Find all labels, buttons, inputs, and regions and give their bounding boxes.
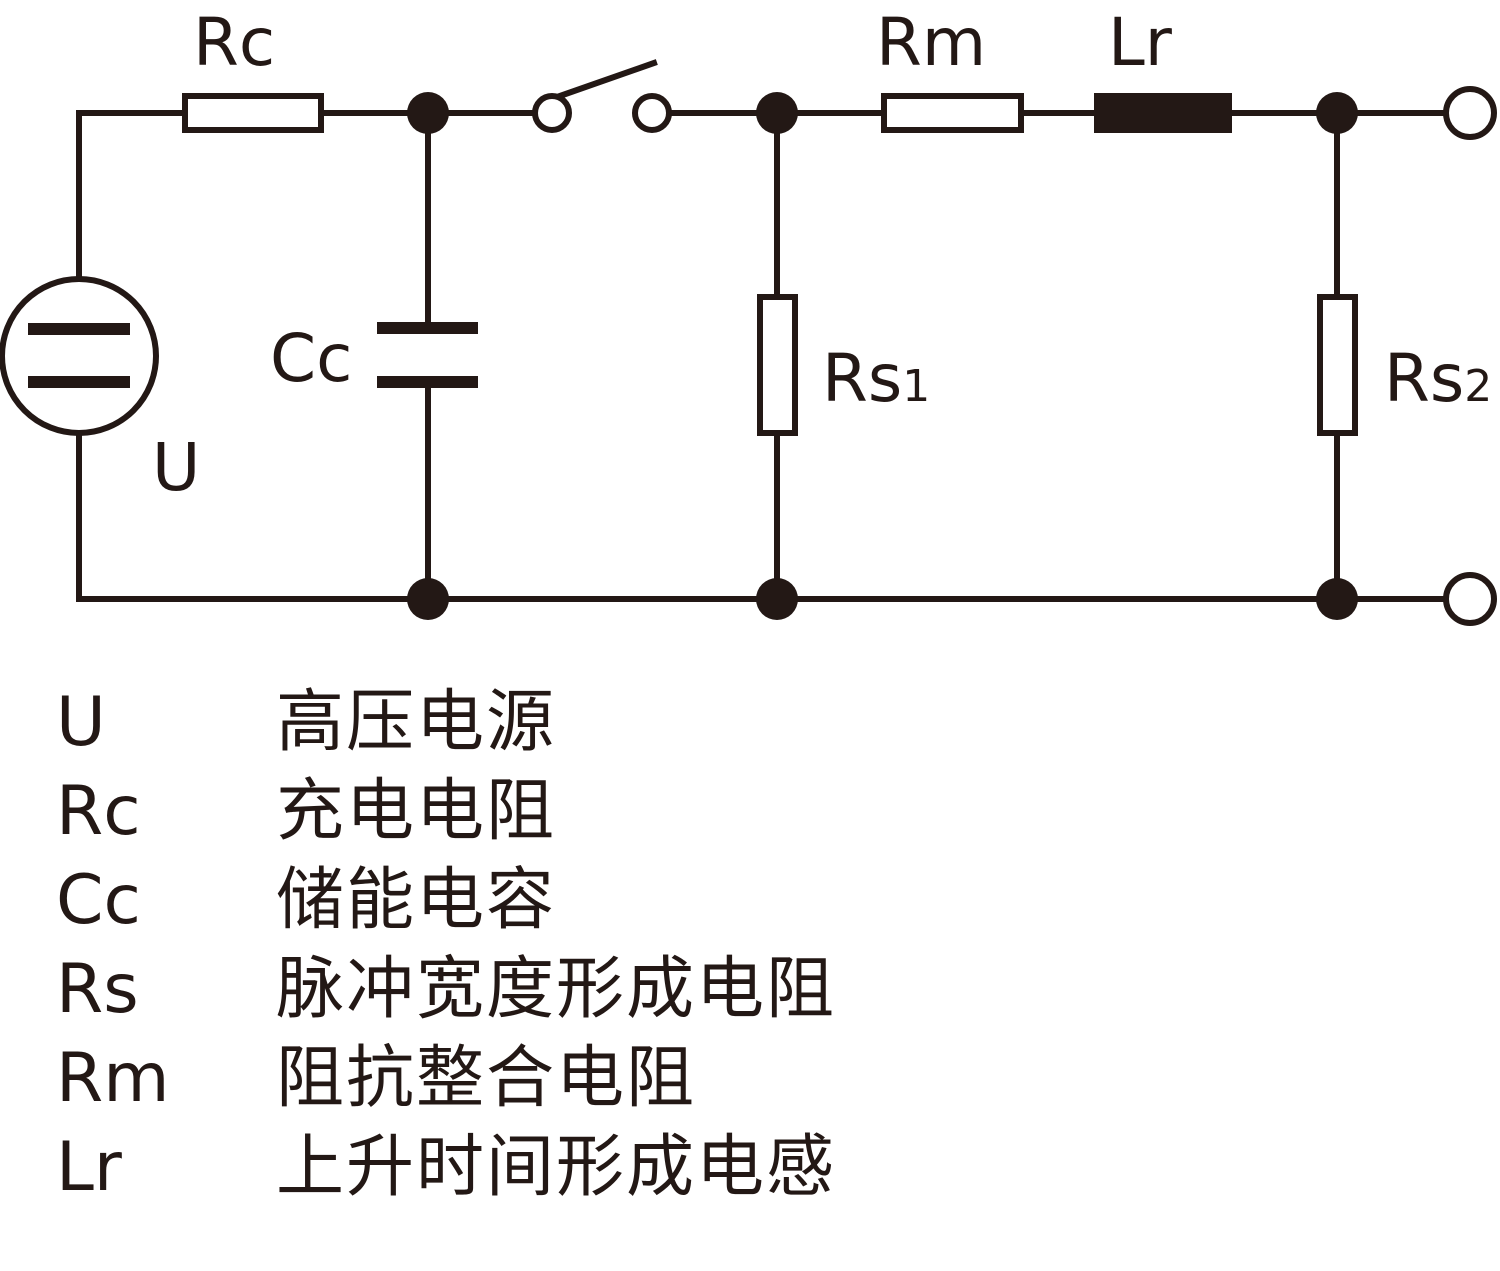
inductor-lr [1094, 93, 1232, 133]
legend-description: 阻抗整合电阻 [276, 1039, 697, 1118]
label-u: U [152, 429, 200, 506]
resistor-rm [881, 93, 1024, 133]
label-rs1-subscript: 1 [902, 361, 930, 412]
label-rc: Rc [193, 4, 275, 81]
circuit-diagram: Rc Rm Lr Cc U Rs1 Rs2 [0, 4, 1497, 626]
junction-dot [756, 578, 798, 620]
output-terminal-bottom [1443, 572, 1497, 626]
legend-row: U 高压电源 [56, 678, 836, 767]
label-rs1: Rs1 [822, 340, 930, 417]
voltage-source-symbol [0, 276, 159, 436]
junction-dot [407, 92, 449, 134]
output-terminal-top [1443, 86, 1497, 140]
legend-description: 上升时间形成电感 [276, 1128, 837, 1207]
legend-symbol: Rs [56, 950, 139, 1029]
label-cc: Cc [270, 320, 352, 397]
capacitor-cc [377, 322, 478, 388]
legend-description: 储能电容 [276, 861, 557, 940]
legend-row: Rc 充电电阻 [56, 767, 836, 856]
legend-symbol: Lr [56, 1128, 122, 1207]
junction-dots [407, 92, 1358, 620]
label-rs2: Rs2 [1384, 340, 1492, 417]
legend-row: Rm 阻抗整合电阻 [56, 1034, 836, 1123]
resistor-rs2 [1317, 294, 1358, 436]
junction-dot [756, 92, 798, 134]
legend-symbol: U [56, 683, 106, 762]
legend-row: Rs 脉冲宽度形成电阻 [56, 945, 836, 1034]
resistor-rc [182, 93, 324, 133]
switch [532, 59, 672, 133]
legend-description: 高压电源 [276, 683, 557, 762]
junction-dot [407, 578, 449, 620]
junction-dot [1316, 92, 1358, 134]
legend-symbol: Cc [56, 861, 141, 940]
legend-description: 脉冲宽度形成电阻 [276, 950, 837, 1029]
label-rs2-subscript: 2 [1464, 361, 1492, 412]
label-rs2-base: Rs [1384, 340, 1464, 417]
resistor-rs1 [757, 294, 798, 436]
legend-row: Cc 储能电容 [56, 856, 836, 945]
junction-dot [1316, 578, 1358, 620]
legend-row: Lr 上升时间形成电感 [56, 1123, 836, 1212]
label-rm: Rm [876, 4, 986, 81]
label-lr: Lr [1108, 4, 1173, 81]
legend-symbol: Rc [56, 772, 141, 851]
label-rs1-base: Rs [822, 340, 902, 417]
legend: U 高压电源 Rc 充电电阻 Cc 储能电容 Rs 脉冲宽度形成电阻 Rm 阻抗… [56, 678, 836, 1212]
legend-symbol: Rm [56, 1039, 170, 1118]
legend-description: 充电电阻 [276, 772, 557, 851]
